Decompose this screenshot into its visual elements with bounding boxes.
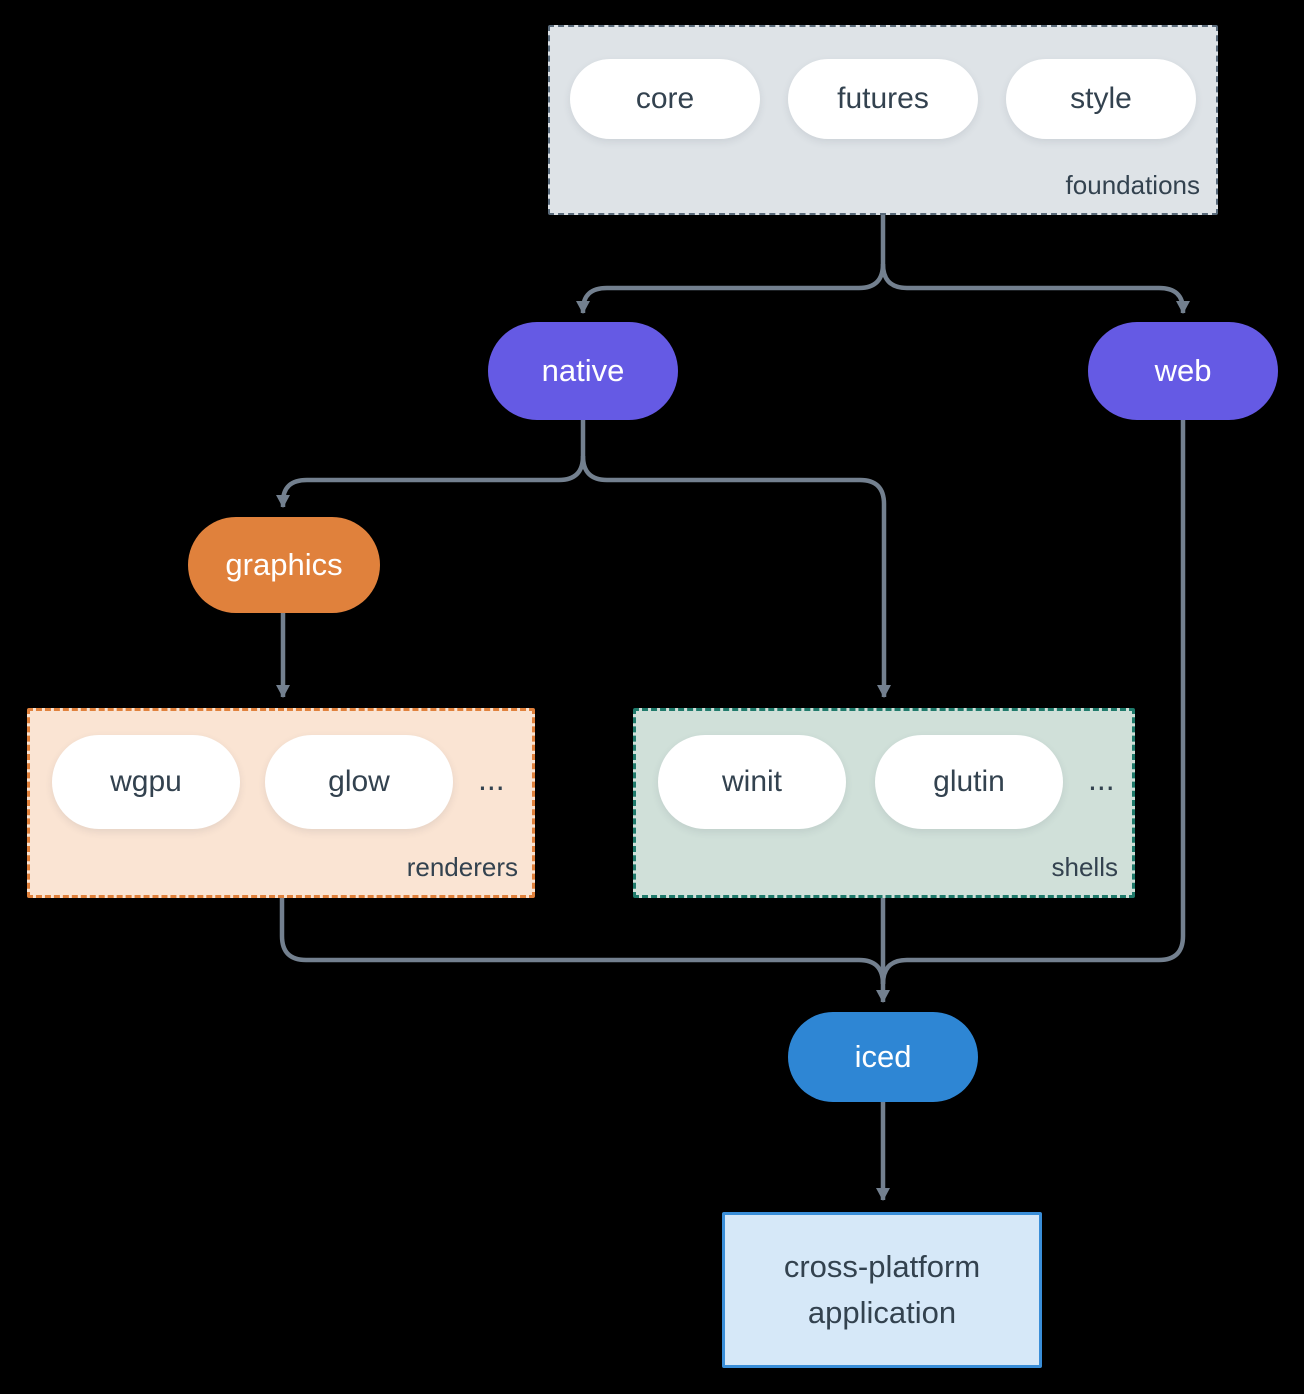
pill-futures: futures [788, 59, 978, 139]
edge-renderers-iced [279, 898, 886, 985]
group-renderers: wgpu glow ... renderers [27, 708, 535, 898]
edge-native-shells [580, 455, 891, 698]
shells-label: shells [1051, 852, 1118, 882]
pill-wgpu: wgpu [52, 735, 240, 829]
edge-native-graphics [276, 420, 586, 508]
foundations-label: foundations [1065, 170, 1200, 200]
edge-web-iced [880, 420, 1186, 985]
pill-iced: iced [788, 1012, 978, 1102]
application-label: cross-platform application [783, 1248, 981, 1331]
edge-foundations-web [880, 263, 1190, 314]
pill-native: native [488, 322, 678, 420]
renderers-ellipsis: ... [478, 761, 505, 797]
renderers-label: renderers [406, 852, 518, 882]
pill-core: core [570, 59, 760, 139]
group-shells: winit glutin ... shells [633, 708, 1135, 898]
pill-web: web [1088, 322, 1278, 420]
application-box: cross-platform application [722, 1212, 1042, 1368]
edge-foundations-native [576, 215, 886, 314]
pill-winit: winit [658, 735, 846, 829]
pill-glutin: glutin [875, 735, 1063, 829]
pill-glow: glow [265, 735, 453, 829]
pill-style: style [1006, 59, 1196, 139]
foundations-pill-row: core futures style [550, 59, 1216, 139]
pill-graphics: graphics [188, 517, 380, 613]
group-foundations: core futures style foundations [548, 25, 1218, 215]
shells-ellipsis: ... [1088, 761, 1115, 797]
